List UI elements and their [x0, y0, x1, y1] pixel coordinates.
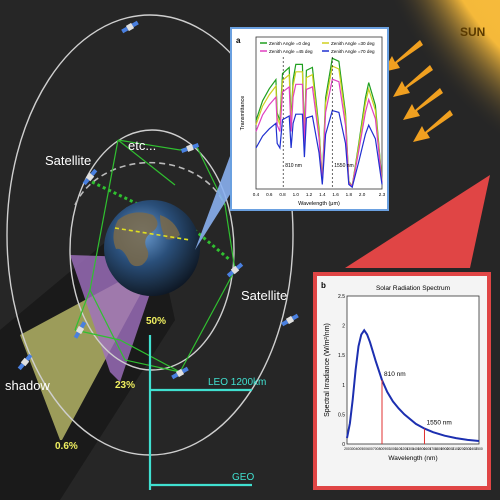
- chart-a-ylabel: Transmittance: [240, 96, 246, 131]
- satellite-left-label: Satellite: [45, 153, 92, 168]
- chart-b-ytick-4: 2: [342, 324, 345, 330]
- chart-a-xtick-1: 0.6: [266, 192, 273, 197]
- chart-b-xtick-3: 500: [361, 447, 367, 451]
- chart-b-xtick-19: 2100: [452, 447, 460, 451]
- chart-b-xtick-23: 2500: [475, 447, 483, 451]
- chart-b-xtick-4: 600: [367, 447, 373, 451]
- satellites: [17, 20, 299, 380]
- green-beams: [91, 180, 231, 262]
- chart-b-ytick-0: 0: [342, 442, 345, 448]
- altitude-axis: [148, 335, 252, 490]
- chart-b-xtick-2: 400: [356, 447, 362, 451]
- percent-23-label: 23%: [115, 380, 136, 391]
- chart-b-ytick-1: 0.5: [338, 412, 345, 418]
- chart-a-series-3: [255, 109, 383, 189]
- chart-a-xtick-3: 1.0: [293, 192, 300, 197]
- chart-a-annotation-1: 1550 nm: [334, 163, 353, 169]
- shadow-label: shadow: [5, 378, 50, 393]
- chart-a-series-2: [255, 78, 383, 188]
- chart-a-legend-label-3: Zenith Angle =70 deg: [331, 49, 375, 54]
- chart-b-xlabel: Wavelength (nm): [388, 455, 437, 462]
- chart-b-frame: [346, 295, 480, 445]
- chart-a-legend-label-0: Zenith Angle =0 deg: [269, 41, 310, 46]
- chart-b-xtick-22: 2400: [469, 447, 477, 451]
- green-links: [74, 139, 236, 373]
- chart-b-xtick-17: 1900: [441, 447, 449, 451]
- chart-b-spectrum-line: [346, 328, 480, 442]
- chart-b-annotation-0: 810 nm: [384, 371, 406, 378]
- percent-50-label: 50%: [146, 316, 167, 327]
- chart-a-xtick-5: 1.4: [319, 192, 326, 197]
- chart-a-xtick-7: 1.8: [346, 192, 353, 197]
- chart-a-xtick-4: 1.2: [306, 192, 313, 197]
- chart-b-xtick-9: 1100: [395, 447, 402, 451]
- chart-b-xtick-1: 300: [350, 447, 356, 451]
- chart-b-annotation-1: 1550 nm: [426, 420, 451, 427]
- percent-06-label: 0.6%: [55, 441, 78, 452]
- chart-a-xtick-8: 2.0: [359, 192, 366, 197]
- orbit-dashed: [74, 161, 226, 206]
- chart-a-xtick-6: 1.6: [332, 192, 339, 197]
- chart-b-xtick-0: 200: [344, 447, 350, 451]
- chart-b-xtick-21: 2300: [464, 447, 472, 451]
- chart-b-xtick-20: 2200: [458, 447, 466, 451]
- chart-b-ytick-3: 1.5: [338, 353, 345, 359]
- callout-wedge-b: [345, 175, 490, 268]
- chart-a-legend-label-1: Zenith Angle =30 deg: [331, 41, 375, 46]
- chart-b-xtick-8: 1000: [389, 447, 397, 451]
- sun-arrows: [383, 40, 453, 142]
- chart-b-xtick-16: 1800: [435, 447, 443, 451]
- chart-b-xtick-10: 1200: [401, 447, 409, 451]
- chart-b-title: Solar Radiation Spectrum: [376, 285, 450, 292]
- chart-a-xtick-2: 0.8: [279, 192, 286, 197]
- chart-b-xtick-18: 2000: [447, 447, 455, 451]
- chart-b-xtick-14: 1600: [424, 447, 432, 451]
- orbit-leo: [69, 129, 235, 371]
- satellite-right-label: Satellite: [241, 288, 288, 303]
- chart-b-tag: b: [321, 281, 326, 290]
- chart-a-xlabel: Wavelength (μm): [298, 201, 340, 207]
- chart-a-annotation-0: 810 nm: [285, 163, 302, 169]
- sun-label: SUN: [460, 25, 486, 39]
- leo-label: LEO 1200km: [208, 377, 267, 388]
- etc-label: etc...: [128, 138, 157, 153]
- chart-b-ytick-2: 1: [342, 383, 345, 389]
- callout-wedge-a: [195, 140, 236, 250]
- chart-a-xtick-9: 2.3: [379, 192, 386, 197]
- chart-b-xtick-5: 700: [373, 447, 379, 451]
- geo-label: GEO: [232, 472, 255, 483]
- chart-b-xtick-7: 900: [384, 447, 390, 451]
- earth-equator-beam: [114, 227, 191, 241]
- chart-b-ylabel: Spectral Irradiance (W/m²/nm): [324, 323, 331, 417]
- chart-b-ytick-5: 2.5: [338, 294, 345, 300]
- earth-continents: [113, 212, 180, 267]
- chart-b-xtick-6: 800: [379, 447, 385, 451]
- chart-b-xtick-12: 1400: [412, 447, 420, 451]
- chart-a-tag: a: [236, 36, 241, 45]
- chart-b-xtick-11: 1300: [406, 447, 414, 451]
- chart-a-legend-label-2: Zenith Angle =45 deg: [269, 49, 313, 54]
- chart-b-xtick-13: 1500: [418, 447, 426, 451]
- chart-a-xtick-0: 0.4: [253, 192, 260, 197]
- chart-b-xtick-15: 1700: [429, 447, 437, 451]
